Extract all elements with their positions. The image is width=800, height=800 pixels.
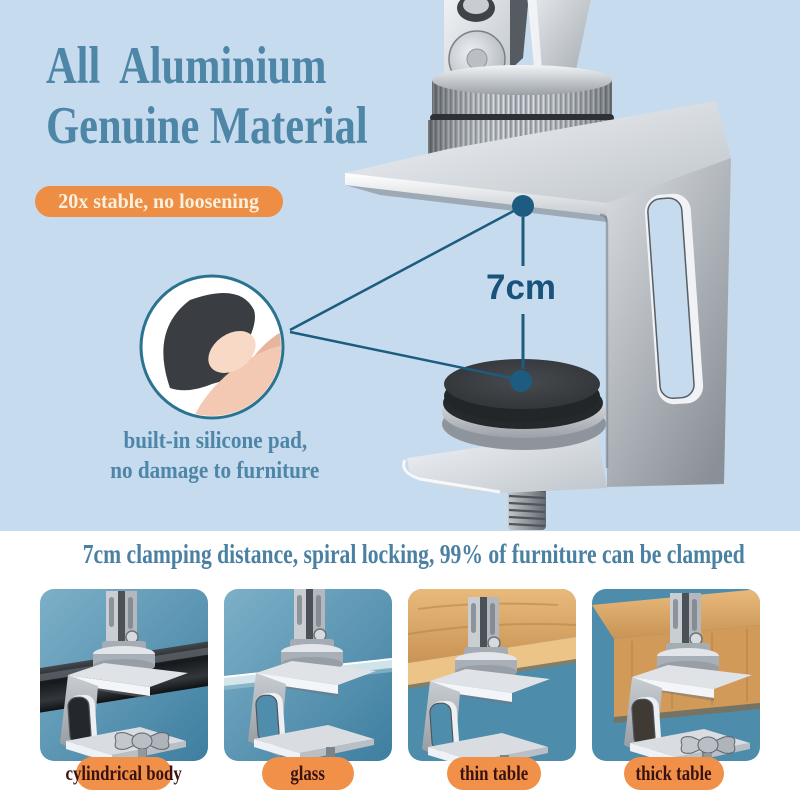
inset-caption-line-2: no damage to furniture — [110, 458, 320, 484]
callout-dot-bottom — [510, 370, 532, 392]
thumbnail-thin-table — [408, 589, 576, 761]
use-cases-section: 7cm clamping distance, spiral locking, 9… — [0, 531, 800, 800]
headline-line-2: Genuine Material — [46, 97, 368, 155]
thumbnail-glass — [224, 589, 392, 761]
surface-label-pill: thin table — [447, 757, 541, 790]
surface-label-pill: cylindrical body — [66, 757, 182, 790]
use-cases-heading: 7cm clamping distance, spiral locking, 9… — [82, 539, 745, 569]
inset-caption-line-1: built-in silicone pad, — [123, 428, 307, 454]
use-case-gallery: cylindrical body glass thin table thick … — [0, 589, 800, 800]
surface-label: cylindrical body — [65, 761, 183, 785]
hero-section: All Aluminium Genuine Material 20x stabl… — [0, 0, 800, 531]
clamp-top-plate — [345, 101, 731, 222]
stability-badge: 20x stable, no loosening — [35, 186, 283, 217]
measurement-callout — [289, 195, 534, 392]
clamp-distance-label: 7cm — [486, 268, 557, 307]
thumbnail-thick-table — [592, 589, 760, 761]
clamp-photo — [345, 0, 731, 530]
surface-label: glass — [290, 761, 326, 785]
clamp-product-photo — [139, 0, 731, 530]
thumbnail-cylindrical-body — [40, 589, 208, 761]
surface-label-pill: glass — [262, 757, 354, 790]
stability-badge-label: 20x stable, no loosening — [58, 189, 260, 213]
wall-window-cutout — [644, 193, 704, 405]
callout-dot-top — [512, 195, 534, 217]
surface-label: thin table — [459, 761, 529, 785]
clamp-side-wall — [599, 158, 731, 487]
surface-label: thick table — [635, 761, 713, 785]
surface-label-pill: thick table — [624, 757, 724, 790]
headline-line-1: All Aluminium — [45, 37, 327, 95]
